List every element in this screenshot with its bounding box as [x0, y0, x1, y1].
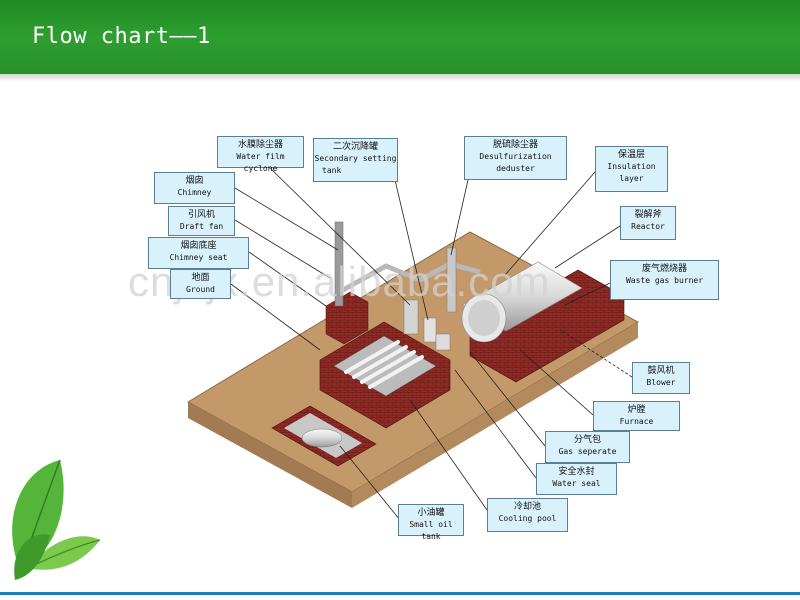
label-zh: 烟囱底座 — [180, 241, 217, 251]
label-en: Reactor — [631, 222, 665, 231]
label-water-film-cyclone: 水膜除尘器 Water film cyclone — [217, 136, 304, 173]
label-ground: 地面 Ground — [170, 269, 231, 299]
label-zh: 地面 — [191, 273, 210, 283]
flue-pipe — [341, 261, 481, 293]
label-zh: 脱硫除尘器 — [492, 140, 538, 150]
label-zh: 冷却池 — [513, 502, 541, 512]
water-film-cyclone — [403, 299, 419, 335]
label-chimney-seat: 烟囱底座 Chimney seat — [148, 237, 249, 269]
label-zh: 安全水封 — [558, 467, 595, 477]
label-zh: 废气燃烧器 — [641, 264, 687, 274]
small-oil-tank — [301, 428, 343, 448]
label-en: Cooling pool — [498, 514, 557, 523]
label-blower: 鼓风机 Blower — [632, 362, 690, 394]
label-en: Ground — [186, 285, 215, 294]
label-en-2: deduster — [496, 164, 535, 173]
label-zh: 炉膛 — [627, 405, 646, 415]
label-cooling-pool: 冷却池 Cooling pool — [487, 498, 568, 532]
label-en: Gas seperate — [558, 447, 617, 456]
label-zh: 分气包 — [573, 435, 601, 445]
chimney — [334, 221, 344, 307]
label-reactor: 裂解斧 Reactor — [620, 206, 676, 240]
label-secondary-setting-tank: 二次沉降罐 Secondary setting tank — [313, 138, 398, 182]
page-title: Flow chart——1 — [32, 24, 211, 49]
label-water-seal: 安全水封 Water seal — [536, 463, 617, 495]
secondary-setting-tank — [423, 317, 437, 343]
label-en-2: tank — [322, 166, 342, 175]
label-zh: 水膜除尘器 — [237, 140, 283, 150]
label-en: Furnace — [619, 417, 654, 426]
reactor — [461, 261, 583, 343]
label-gas-seperate: 分气包 Gas seperate — [545, 431, 630, 463]
label-en: Draft fan — [179, 222, 224, 231]
label-zh: 小油罐 — [417, 508, 445, 518]
label-en: Secondary setting — [314, 154, 397, 163]
label-insulation-layer: 保温层 Insulation layer — [595, 146, 668, 192]
gas-seperate-drum — [435, 333, 451, 351]
label-en: Waste gas burner — [625, 276, 704, 285]
label-en: Insulation — [607, 162, 656, 171]
ground-slab-side — [352, 322, 638, 508]
label-zh: 裂解斧 — [634, 210, 662, 220]
ground-slab-edge — [188, 402, 352, 508]
label-en: Small oil tank — [409, 520, 453, 541]
label-en: Chimney seat — [169, 253, 228, 262]
header-bar: Flow chart——1 — [0, 0, 800, 74]
label-en-2: layer — [619, 174, 644, 183]
label-en: Blower — [646, 378, 676, 387]
desulfurization-tower — [446, 247, 457, 313]
leader-lines — [230, 167, 633, 521]
label-en: Water seal — [552, 479, 601, 488]
label-en: Water film cyclone — [236, 152, 285, 173]
furnace-wall — [469, 269, 625, 383]
label-zh: 二次沉降罐 — [332, 142, 378, 152]
leaf-decoration — [12, 459, 101, 580]
label-draft-fan: 引风机 Draft fan — [168, 206, 235, 236]
label-en: Chimney — [177, 188, 212, 197]
label-en: Desulfurization — [479, 152, 552, 161]
label-chimney: 烟囱 Chimney — [154, 172, 235, 204]
label-waste-gas-burner: 废气燃烧器 Waste gas burner — [610, 260, 719, 300]
label-zh: 烟囱 — [185, 176, 204, 186]
cooling-pipes — [344, 340, 424, 389]
bottom-rule — [0, 592, 800, 595]
label-small-oil-tank: 小油罐 Small oil tank — [398, 504, 464, 541]
header-shadow — [0, 74, 800, 82]
label-furnace: 炉膛 Furnace — [593, 401, 680, 431]
label-zh: 鼓风机 — [647, 366, 675, 376]
label-desulfurization-deduster: 脱硫除尘器 Desulfurization deduster — [464, 136, 567, 180]
label-zh: 引风机 — [187, 210, 215, 220]
label-zh: 保温层 — [617, 150, 645, 160]
